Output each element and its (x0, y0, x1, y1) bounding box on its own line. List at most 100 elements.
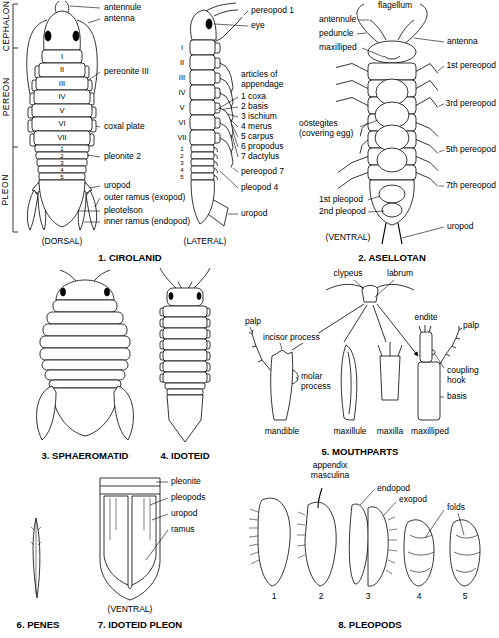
pleopods-part (408, 535, 434, 572)
asellotan-ventral-part (379, 185, 405, 203)
part-label: articles of appendage (240, 70, 298, 90)
part-label: folds (446, 503, 466, 513)
mouthparts-part (418, 362, 440, 420)
idoteid-part (160, 268, 210, 290)
part-label: uropod (170, 509, 198, 519)
part-label: pereopod 1 (250, 6, 295, 16)
part-label: basis (446, 392, 468, 402)
part-label: 6 propodus (240, 142, 285, 152)
segment-number: i (181, 44, 183, 52)
mouthparts-part (292, 370, 298, 384)
part-label: oöstegites (covering egg) (298, 119, 360, 139)
idoteid-part (163, 339, 207, 350)
cirolanid-dorsal-part (13, 4, 18, 232)
segment-number: 4 (180, 167, 183, 173)
segment-number: 1 (180, 146, 183, 152)
panel-title: 6. PENES (16, 620, 61, 631)
part-label: maxilliped (318, 43, 358, 53)
asellotan-ventral-part (370, 180, 414, 225)
panel-title: 4. IDOTEID (159, 451, 210, 462)
segment-number: 3 (60, 160, 63, 166)
part-label: pereonite III (103, 67, 150, 77)
asellotan-ventral-part (357, 20, 444, 238)
penes-part (33, 518, 40, 598)
mouthparts-part (292, 304, 418, 356)
pleopods-part (249, 509, 259, 564)
mouthparts (249, 280, 462, 420)
cirolanid-dorsal-part (35, 145, 89, 152)
cirolanid-lateral-part (190, 100, 215, 115)
part-label: peduncle (318, 29, 355, 39)
asellotan-ventral-part (370, 20, 414, 40)
pleopods-part (305, 502, 336, 586)
pleopods-part (360, 490, 464, 538)
part-label: 5th pereopod (445, 145, 497, 155)
asellotan-ventral-part (368, 63, 416, 80)
segment-number: 2 (180, 153, 183, 159)
panel-title: 1. CIROLANID (97, 253, 162, 264)
sphaeromatid-part (105, 288, 110, 296)
idoteid-pleon (100, 478, 168, 600)
segment-number: III (179, 74, 185, 82)
cirolanid-lateral-part (214, 17, 242, 42)
part-label: clypeus (333, 269, 364, 279)
asellotan-ventral-part (382, 223, 402, 244)
part-label: endopod (376, 484, 411, 494)
part-label: pleopods (170, 493, 207, 503)
idoteid-part (163, 306, 207, 317)
part-label: uropod (103, 181, 131, 191)
callout-number: 5 (462, 592, 469, 602)
pleopods-part (318, 488, 322, 508)
part-label: pleonite (170, 477, 202, 487)
part-label: coxal plate (103, 122, 146, 132)
asellotan-ventral-part (368, 41, 416, 63)
cirolanid-dorsal (13, 1, 100, 232)
part-label: (DORSAL) (41, 237, 84, 247)
cirolanid-dorsal-part (38, 166, 86, 173)
idoteid-pleon-part (100, 486, 160, 494)
cirolanid-lateral-part (191, 159, 214, 166)
asellotan-ventral-part (384, 56, 400, 59)
pleopods-part (297, 512, 305, 558)
segment-number: 2 (60, 153, 63, 159)
part-label: 1 coxa (240, 92, 267, 102)
sphaeromatid-part (56, 280, 114, 300)
cirolanid-lateral-part (191, 145, 214, 152)
part-label: antennule (103, 3, 142, 13)
body-region-label: PEREON (1, 77, 11, 118)
cirolanid-dorsal-part (73, 31, 79, 41)
sphaeromatid-part (47, 312, 123, 324)
sphaeromatid-part (43, 324, 127, 336)
segment-number: 5 (180, 174, 183, 180)
cirolanid-dorsal-part (32, 117, 92, 131)
part-label: 1st pleopod (318, 195, 364, 205)
asellotan-ventral-part (375, 102, 409, 128)
idoteid-part (163, 372, 207, 383)
cirolanid-lateral-part (190, 85, 215, 100)
mouthparts-part (380, 356, 400, 400)
part-label: antenna (103, 14, 136, 24)
cirolanid-dorsal-part (36, 77, 88, 90)
callout-number: 3 (365, 592, 372, 602)
cirolanid-dorsal-part (39, 63, 85, 77)
segment-number: II (60, 66, 64, 74)
segment-number: VII (177, 134, 186, 142)
idoteid-pleon-part (104, 496, 128, 585)
part-label: outer ramus (exopod) (103, 193, 186, 203)
idoteid-part (167, 288, 203, 306)
part-label: pleotelson (103, 206, 144, 216)
body-region-label: CEPHALON (1, 0, 11, 52)
idoteid-part (163, 328, 207, 339)
part-label: 2 basis (240, 102, 269, 112)
segment-number: IV (58, 93, 65, 101)
asellotan-ventral-part (377, 148, 407, 172)
part-label: 7 dactylus (240, 152, 280, 162)
mouthparts-part (419, 325, 431, 332)
part-label: exopod (398, 495, 428, 505)
sphaeromatid-part (114, 386, 133, 440)
pleopods-part (454, 535, 480, 572)
cirolanid-lateral-part (190, 130, 215, 145)
mouthparts-part (440, 326, 462, 364)
panel-title: 8. PLEOPODS (337, 620, 402, 631)
